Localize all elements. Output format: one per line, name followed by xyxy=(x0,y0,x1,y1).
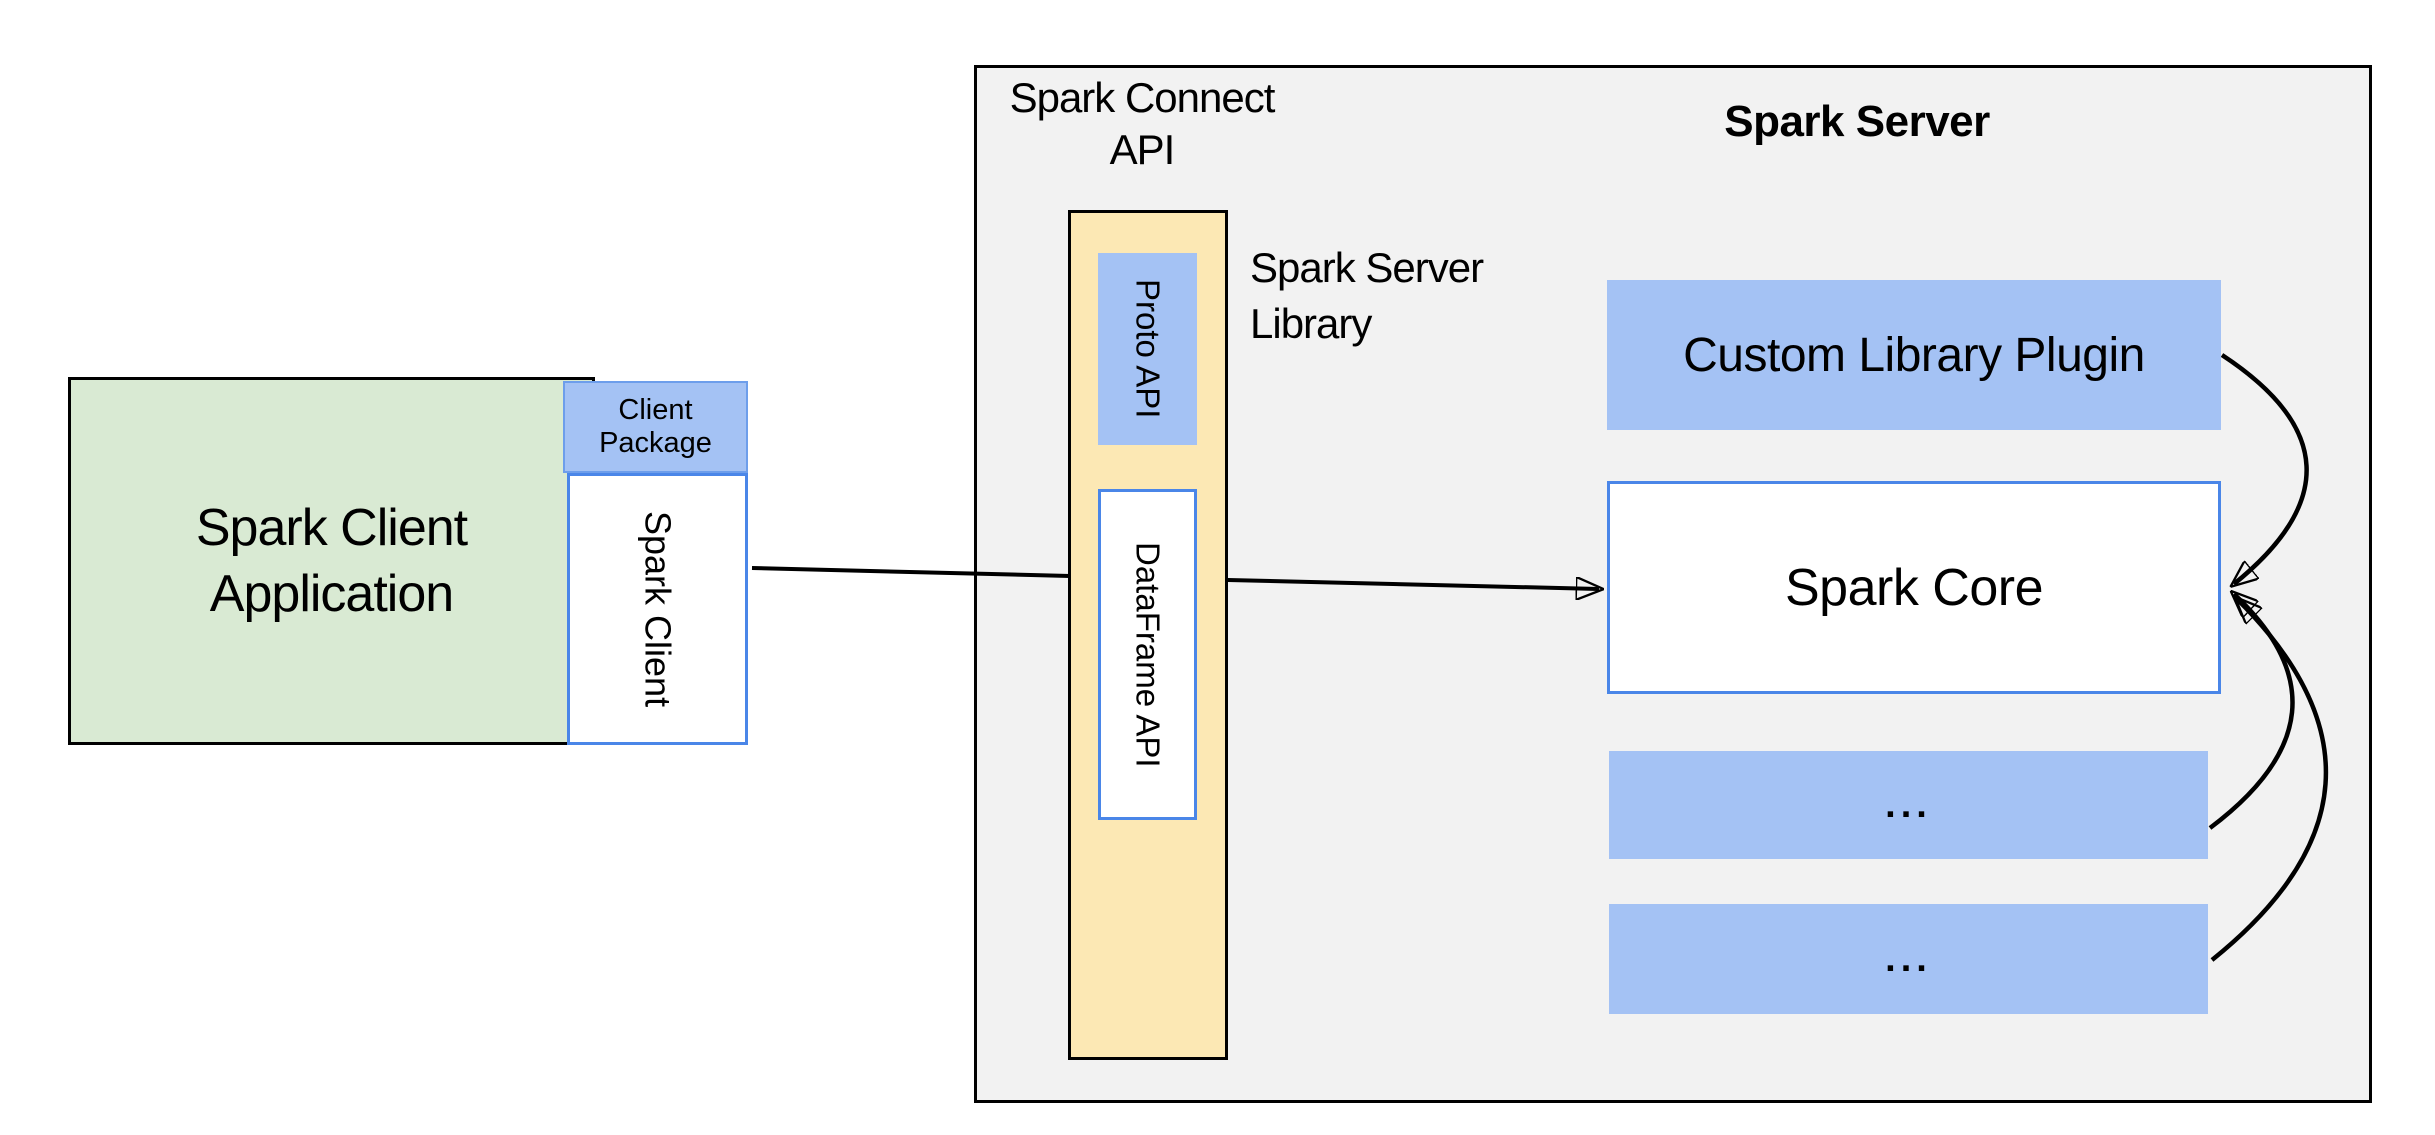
client-package-box: Client Package xyxy=(563,381,748,473)
spark-core-box: Spark Core xyxy=(1607,481,2221,694)
proto-api-label: Proto API xyxy=(1129,279,1167,419)
custom-library-plugin-box: Custom Library Plugin xyxy=(1607,280,2221,430)
spark-client-label: Spark Client xyxy=(637,510,679,708)
proto-api-box: Proto API xyxy=(1098,253,1197,445)
spark-server-title: Spark Server xyxy=(1724,97,1990,146)
plugin-slot-1-label: ... xyxy=(1885,783,1932,826)
plugin-slot-2-box: ... xyxy=(1609,904,2208,1014)
spark-connect-api-label: Spark Connect API xyxy=(1009,74,1276,173)
spark-core-label: Spark Core xyxy=(1785,558,2044,617)
dataframe-api-box: DataFrame API xyxy=(1098,489,1197,820)
client-package-label: Client Package xyxy=(599,394,712,459)
custom-library-plugin-label: Custom Library Plugin xyxy=(1683,328,2145,382)
dataframe-api-label: DataFrame API xyxy=(1129,541,1167,768)
spark-client-application-box: Spark Client Application xyxy=(68,377,595,745)
spark-client-application-label: Spark Client Application xyxy=(195,499,468,623)
plugin-slot-1-box: ... xyxy=(1609,751,2208,859)
spark-client-box: Spark Client xyxy=(567,473,748,745)
plugin-slot-2-label: ... xyxy=(1885,937,1932,980)
spark-server-library-caption: Spark Server Library xyxy=(1250,244,1484,347)
